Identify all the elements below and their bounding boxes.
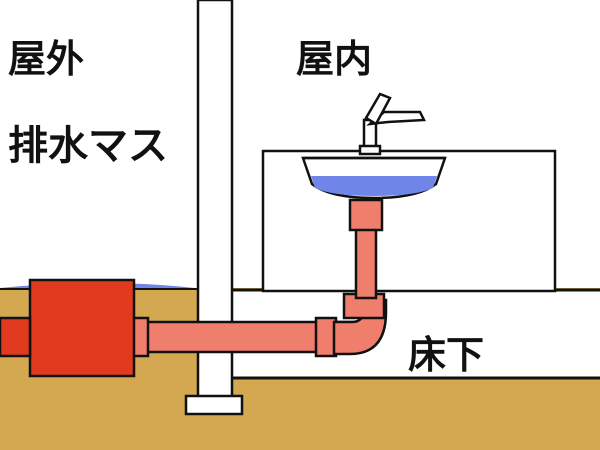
faucet-icon — [358, 92, 426, 156]
sink-trap — [348, 198, 384, 232]
sink-water — [311, 176, 437, 196]
drain-box-outlet — [0, 316, 32, 358]
outdoor-label: 屋外 — [8, 37, 85, 81]
indoor-label: 屋内 — [296, 37, 373, 81]
underfloor-label: 床下 — [408, 333, 485, 377]
wall-footing — [184, 394, 244, 416]
drain-pipe-vertical — [354, 226, 378, 300]
drain-box — [28, 278, 136, 378]
drain-box-label: 排水マス — [8, 123, 168, 169]
